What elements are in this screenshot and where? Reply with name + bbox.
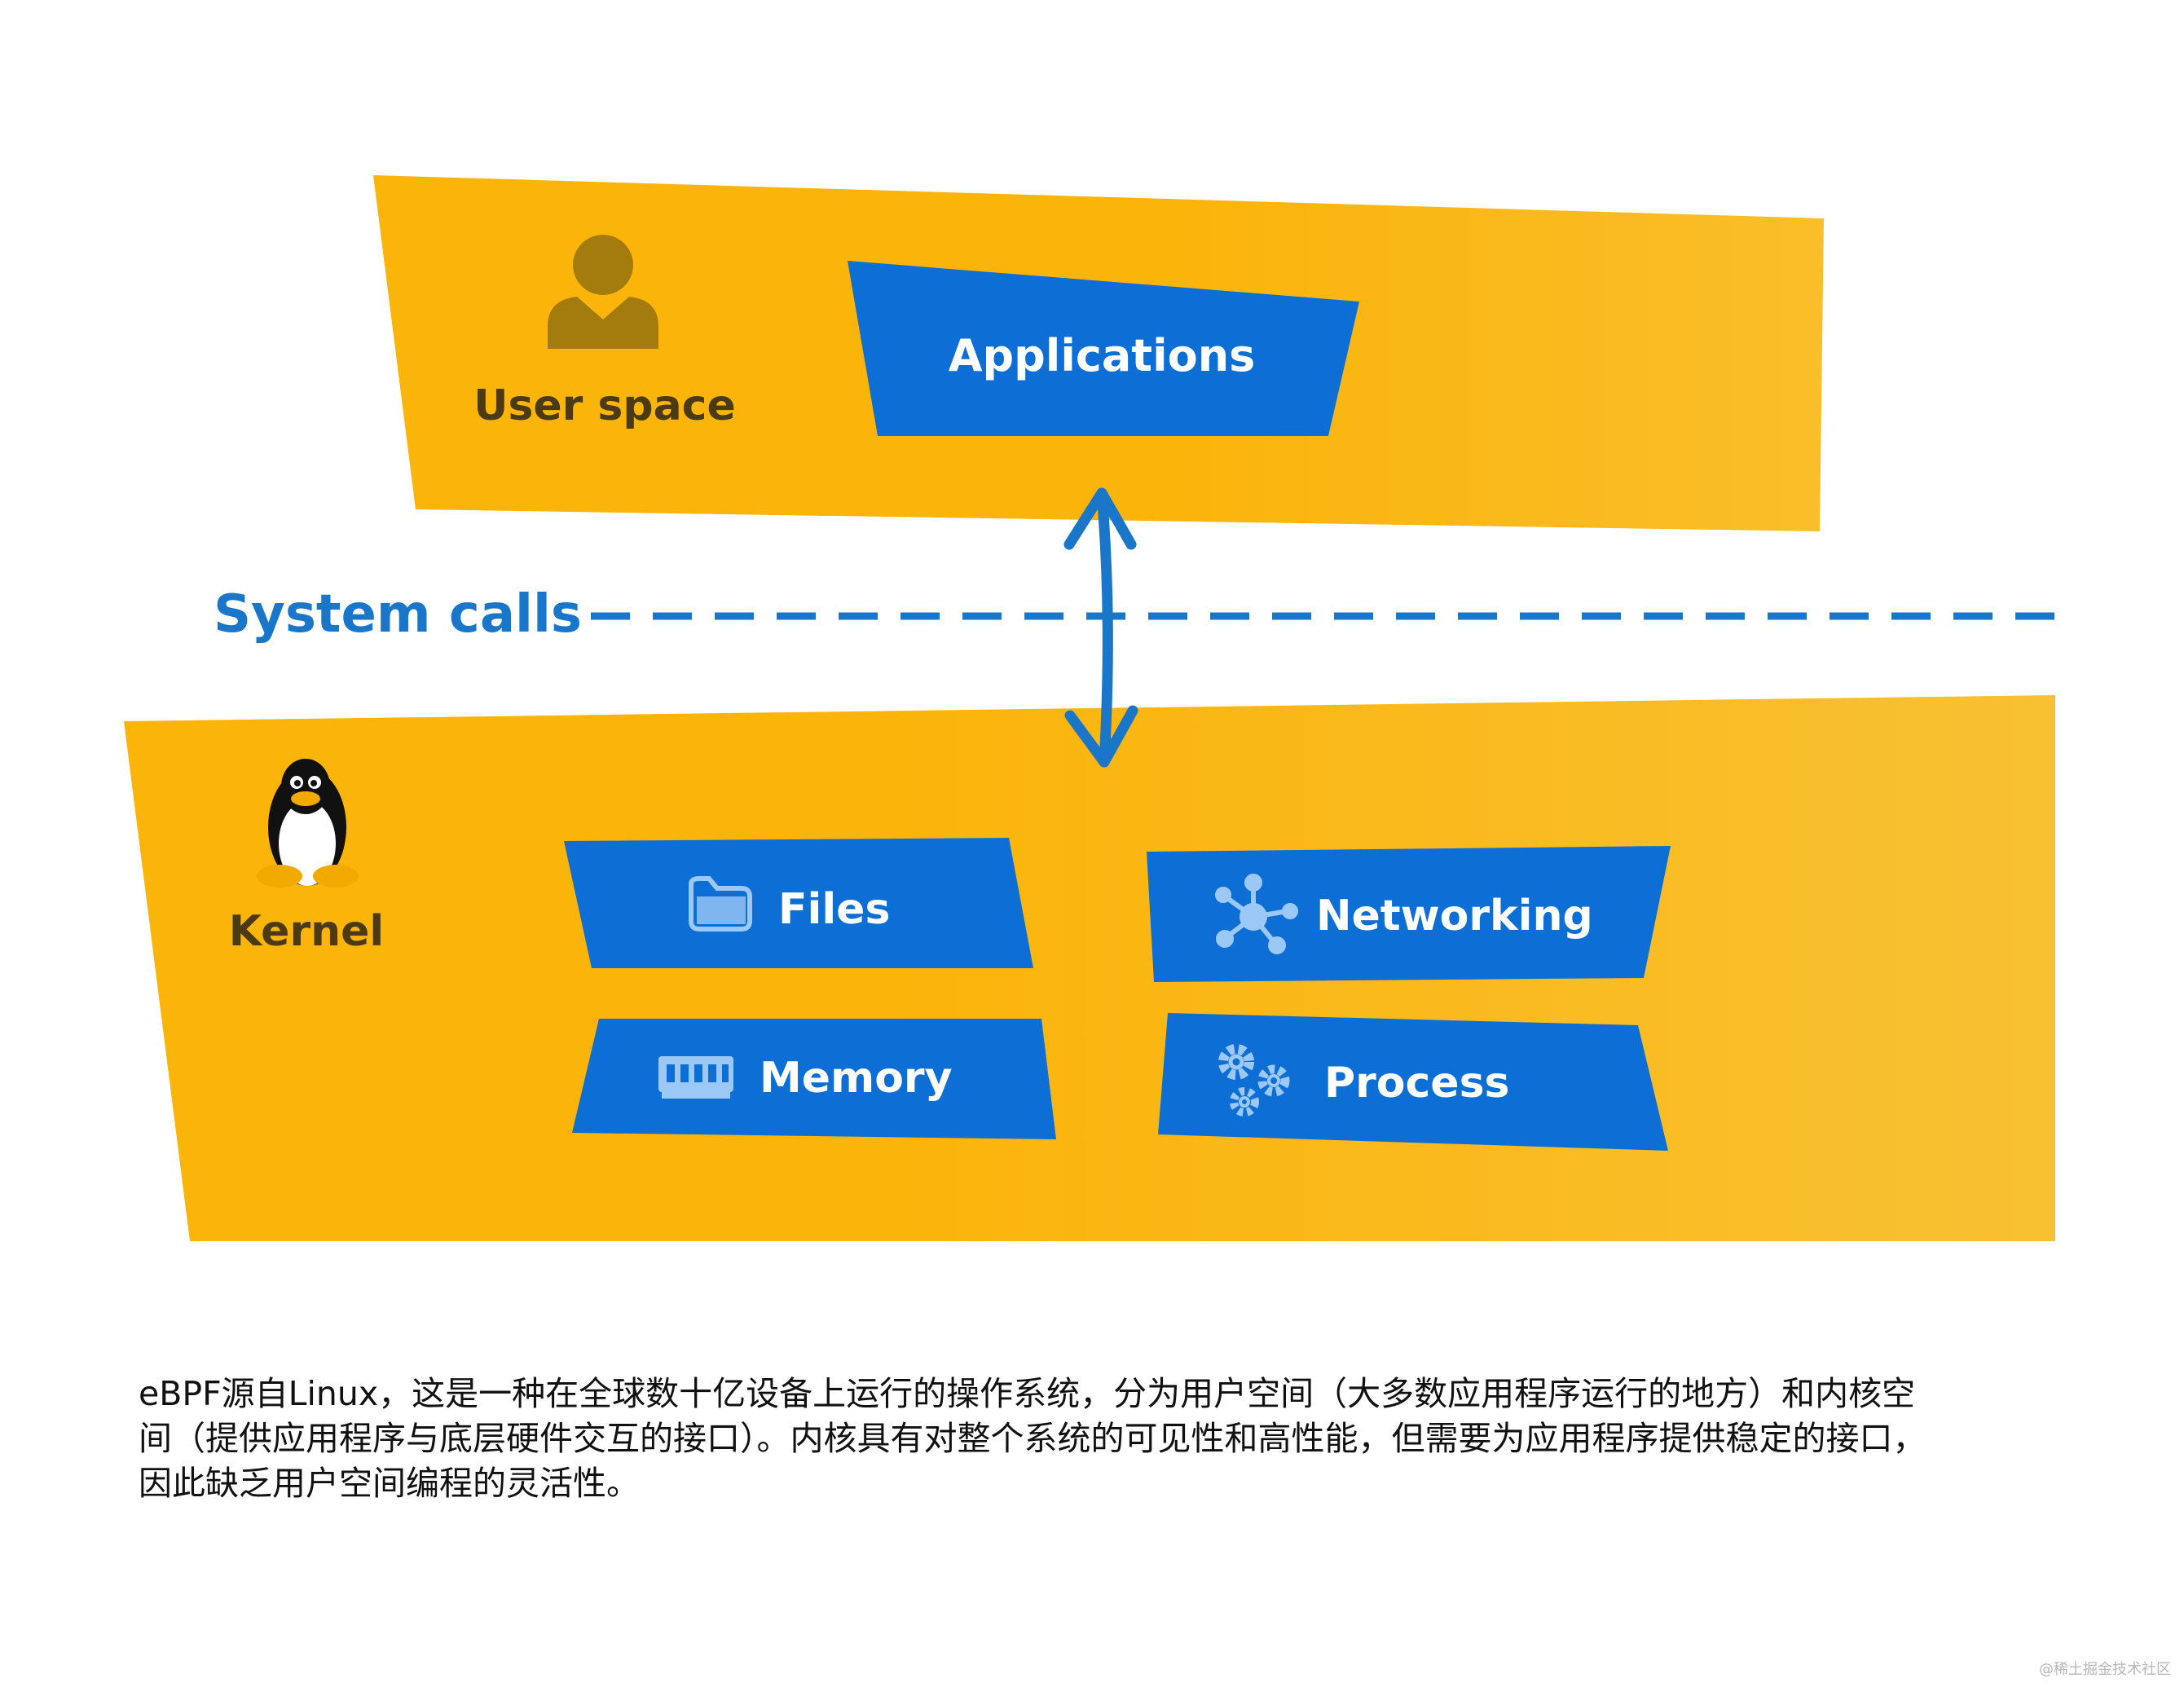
watermark-text: @稀土掘金技术社区 [2039,1661,2171,1678]
caption-line-2: 间（提供应用程序与底层硬件交互的接口）。内核具有对整个系统的可见性和高性能，但需… [139,1419,1926,1458]
user-icon [548,235,658,349]
caption-line-3: 因此缺乏用户空间编程的灵活性。 [139,1464,640,1503]
files-box [564,838,1033,968]
files-label: Files [778,885,890,934]
memory-chip-icon [658,1056,733,1099]
kernel-band [124,695,2055,1241]
ebpf-architecture-diagram: User space Applications System calls Ker… [124,175,2066,1241]
process-box [1158,1013,1668,1151]
gears-icon [1218,1044,1290,1117]
system-call-double-arrow [1063,487,1138,768]
applications-box [848,261,1359,436]
system-calls-label: System calls [214,584,582,645]
kernel-label: Kernel [229,907,384,956]
folder-icon [689,876,752,932]
user-space-label: User space [473,381,736,430]
process-label: Process [1324,1059,1509,1108]
memory-box [572,1019,1056,1139]
applications-label: Applications [949,330,1256,381]
caption-line-1: eBPF源自Linux，这是一种在全球数十亿设备上运行的操作系统，分为用户空间（… [139,1374,1916,1413]
linux-penguin-icon [257,759,359,888]
networking-label: Networking [1316,892,1593,940]
caption-paragraph: eBPF源自Linux，这是一种在全球数十亿设备上运行的操作系统，分为用户空间（… [139,1372,2062,1506]
memory-label: Memory [760,1054,952,1103]
network-nodes-icon [1215,874,1298,954]
